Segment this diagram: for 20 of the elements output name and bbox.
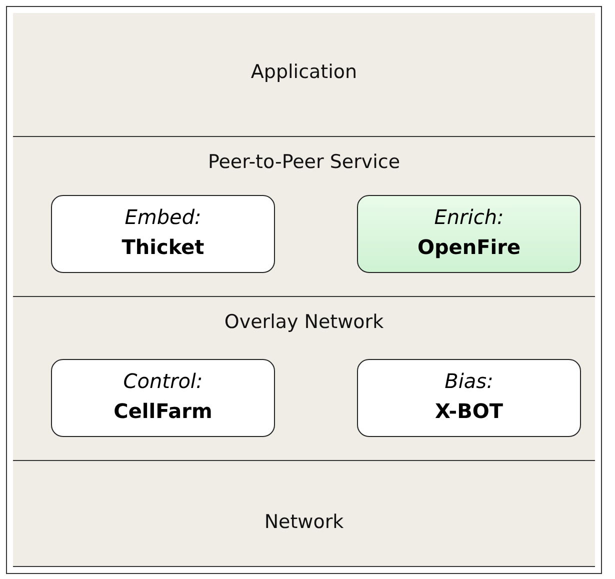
protocol-box (357, 195, 581, 273)
protocol-name: OpenFire (416, 234, 522, 261)
layer-title: Application (250, 61, 358, 83)
role-label: Enrich: (433, 204, 505, 231)
layer-band (13, 137, 595, 297)
layer-title: Peer-to-Peer Service (206, 151, 402, 173)
protocol-box (51, 359, 275, 437)
layer-band (13, 297, 595, 461)
protocol-name: Thicket (120, 234, 206, 261)
role-label: Control: (122, 368, 204, 395)
layer-band (13, 461, 595, 567)
protocol-name: X-BOT (434, 398, 504, 425)
layer-band (13, 13, 595, 137)
layer-title: Overlay Network (223, 311, 385, 333)
protocol-box (51, 195, 275, 273)
layer-title: Network (263, 511, 345, 533)
role-label: Embed: (124, 204, 202, 231)
protocol-name: CellFarm (112, 398, 214, 425)
protocol-box (357, 359, 581, 437)
role-label: Bias: (444, 368, 494, 395)
